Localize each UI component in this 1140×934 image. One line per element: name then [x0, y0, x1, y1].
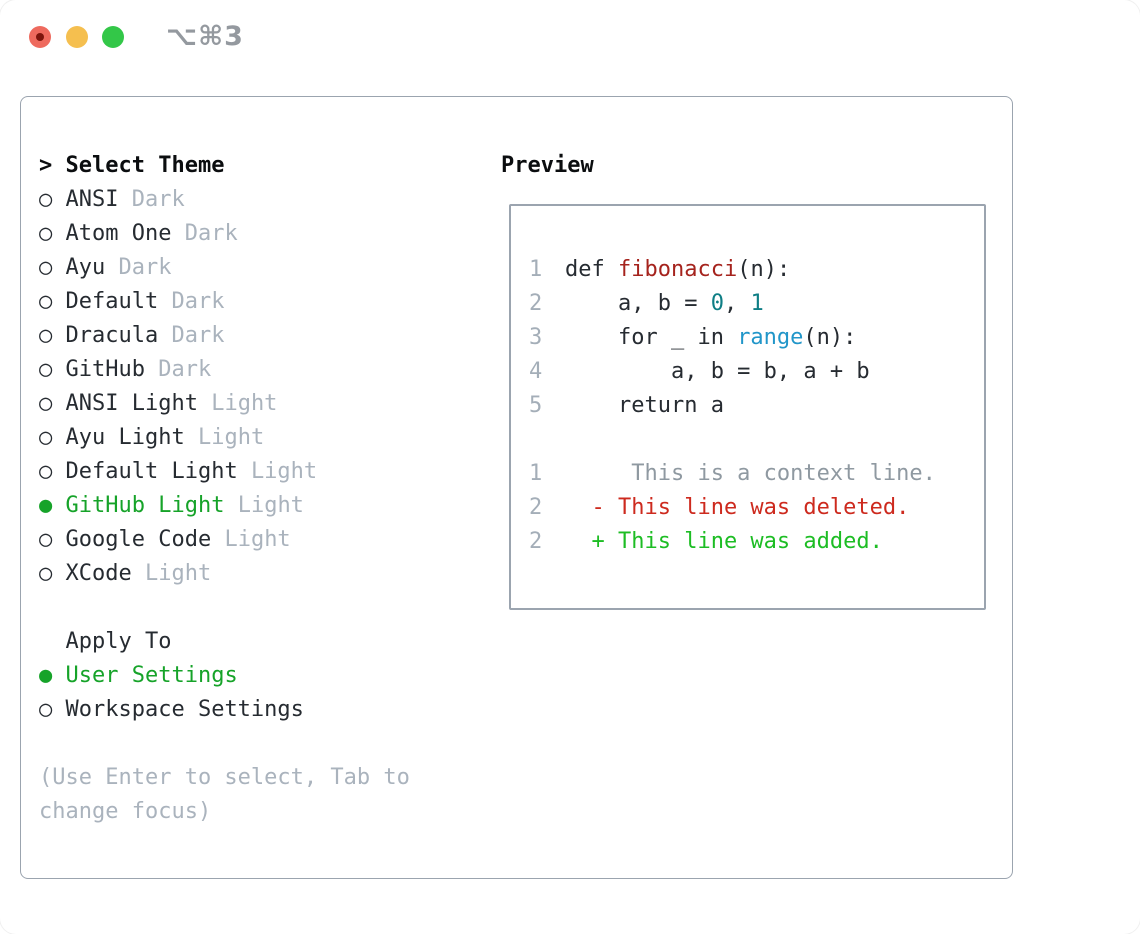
theme-option-github-light[interactable]: ● GitHub Light Light: [39, 489, 304, 523]
diff-line-3: 2 + This line was added.: [529, 525, 883, 559]
theme-name: GitHub Light: [65, 493, 225, 518]
titlebar: ⌥⌘3: [0, 0, 1140, 74]
theme-variant: Dark: [131, 187, 185, 212]
code-token: + This line was added.: [565, 529, 883, 554]
diff-line-2: 2 - This line was deleted.: [529, 491, 909, 525]
theme-name: XCode: [65, 561, 132, 586]
code-token: 1: [750, 291, 764, 316]
theme-variant: Dark: [184, 221, 238, 246]
radio-unselected-icon: ○: [39, 187, 53, 212]
apply-option-user-settings[interactable]: ● User Settings: [39, 659, 238, 693]
code-token: 0: [710, 291, 724, 316]
code-token: (n):: [803, 325, 857, 350]
code-token: (n):: [737, 257, 791, 282]
theme-variant: Dark: [171, 323, 225, 348]
theme-name: Default: [65, 289, 159, 314]
radio-unselected-icon: ○: [39, 697, 53, 722]
line-number: 2: [529, 495, 543, 520]
code-token: fibonacci: [617, 257, 738, 282]
radio-unselected-icon: ○: [39, 221, 53, 246]
line-number: 3: [529, 325, 543, 350]
theme-variant: Light: [211, 391, 278, 416]
apply-label: User Settings: [65, 663, 238, 688]
cursor-icon: >: [39, 153, 53, 178]
apply-label: Workspace Settings: [65, 697, 304, 722]
radio-unselected-icon: ○: [39, 289, 53, 314]
hint-line-2: change focus): [39, 799, 212, 824]
theme-variant: Light: [144, 561, 212, 586]
theme-option-github[interactable]: ○ GitHub Dark: [39, 353, 211, 387]
theme-variant: Light: [250, 459, 318, 484]
theme-name: Dracula: [65, 323, 159, 348]
theme-variant: Light: [237, 493, 304, 518]
theme-variant: Dark: [171, 289, 225, 314]
code-line-4: 4 a, b = b, a + b: [529, 355, 870, 389]
theme-option-default-light[interactable]: ○ Default Light Light: [39, 455, 317, 489]
main-panel: > Select Theme ○ ANSI Dark○ Atom One Dar…: [20, 96, 1013, 879]
minimize-button-icon[interactable]: [66, 26, 88, 48]
code-line-1: 1 def fibonacci(n):: [529, 253, 790, 287]
code-line-2: 2 a, b = 0, 1: [529, 287, 764, 321]
line-number: 4: [529, 359, 543, 384]
code-line-3: 3 for _ in range(n):: [529, 321, 856, 355]
radio-unselected-icon: ○: [39, 425, 53, 450]
line-number: 1: [529, 257, 543, 282]
close-button-icon[interactable]: [29, 26, 51, 48]
theme-option-ansi[interactable]: ○ ANSI Dark: [39, 183, 185, 217]
window-title: ⌥⌘3: [166, 21, 244, 52]
theme-name: Default Light: [65, 459, 238, 484]
theme-name: GitHub: [65, 357, 145, 382]
line-number: 2: [529, 529, 543, 554]
line-number: 1: [529, 461, 543, 486]
theme-name: ANSI Light: [65, 391, 198, 416]
diff-line-1: 1 This is a context line.: [529, 457, 936, 491]
theme-option-atom-one[interactable]: ○ Atom One Dark: [39, 217, 238, 251]
code-token: - This line was deleted.: [565, 495, 910, 520]
code-token: ,: [723, 291, 751, 316]
theme-name: Atom One: [65, 221, 172, 246]
theme-option-default[interactable]: ○ Default Dark: [39, 285, 224, 319]
code-line-5: 5 return a: [529, 389, 724, 423]
theme-option-dracula[interactable]: ○ Dracula Dark: [39, 319, 224, 353]
preview-header: Preview: [501, 153, 594, 178]
theme-name: ANSI: [65, 187, 119, 212]
theme-variant: Light: [224, 527, 291, 552]
theme-variant: Dark: [118, 255, 172, 280]
code-token: a, b =: [565, 291, 711, 316]
code-token: a, b = b, a + b: [565, 359, 870, 384]
radio-selected-icon: ●: [39, 493, 53, 518]
line-number: 5: [529, 393, 543, 418]
radio-unselected-icon: ○: [39, 357, 53, 382]
apply-option-workspace-settings[interactable]: ○ Workspace Settings: [39, 693, 304, 727]
theme-name: Google Code: [65, 527, 212, 552]
theme-option-xcode[interactable]: ○ XCode Light: [39, 557, 211, 591]
line-number: 2: [529, 291, 543, 316]
radio-unselected-icon: ○: [39, 561, 53, 586]
theme-variant: Dark: [158, 357, 212, 382]
hint-line-1: (Use Enter to select, Tab to: [39, 765, 410, 790]
apply-to-header: Apply To: [65, 629, 172, 654]
code-token: This is a context line.: [565, 461, 936, 486]
theme-option-ayu-light[interactable]: ○ Ayu Light Light: [39, 421, 264, 455]
zoom-button-icon[interactable]: [102, 26, 124, 48]
theme-option-google-code[interactable]: ○ Google Code Light: [39, 523, 291, 557]
code-token: def: [565, 257, 618, 282]
radio-unselected-icon: ○: [39, 255, 53, 280]
code-token: range: [737, 325, 804, 350]
radio-unselected-icon: ○: [39, 391, 53, 416]
radio-unselected-icon: ○: [39, 527, 53, 552]
theme-option-ayu[interactable]: ○ Ayu Dark: [39, 251, 171, 285]
code-token: for _ in: [565, 325, 738, 350]
radio-unselected-icon: ○: [39, 459, 53, 484]
select-theme-header: > Select Theme: [39, 153, 225, 178]
code-token: return a: [565, 393, 724, 418]
theme-option-ansi-light[interactable]: ○ ANSI Light Light: [39, 387, 277, 421]
theme-name: Ayu Light: [65, 425, 185, 450]
radio-unselected-icon: ○: [39, 323, 53, 348]
theme-variant: Light: [197, 425, 265, 450]
theme-name: Ayu: [65, 255, 106, 280]
radio-selected-icon: ●: [39, 663, 53, 688]
